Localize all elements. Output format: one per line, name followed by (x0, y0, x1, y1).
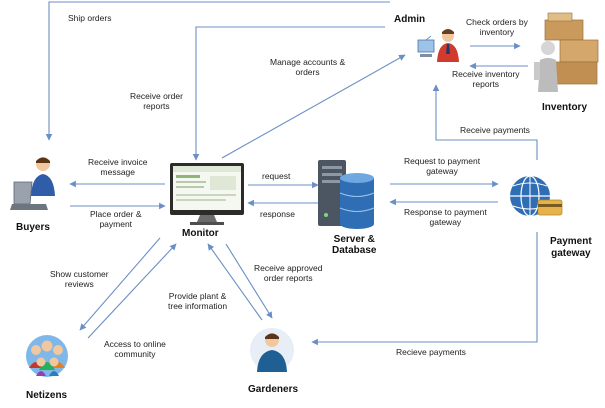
node-inventory: Inventory (542, 102, 588, 113)
label-request: request (262, 171, 291, 181)
label-response: response (260, 209, 295, 219)
node-buyers: Buyers (16, 222, 50, 233)
admin-icon (417, 29, 459, 62)
arrow-ship-orders (45, 1, 390, 141)
arrow-provide-info (207, 243, 263, 321)
arrow-recieve-payments-bottom (311, 232, 538, 346)
arrow-receive-approved (225, 243, 273, 319)
arrow-show-reviews (79, 237, 161, 331)
label-check-orders: Check orders by inventory (466, 17, 528, 37)
buyers-icon (10, 157, 55, 210)
label-manage-accounts: Manage accounts & orders (270, 57, 346, 77)
label-response-payment: Response to payment gateway (404, 207, 487, 227)
payment-gateway-icon (510, 175, 563, 217)
server-database-icon (318, 160, 375, 229)
label-ship-orders: Ship orders (68, 13, 112, 23)
node-admin: Admin (394, 14, 426, 25)
netizens-icon (26, 335, 68, 377)
node-server-database: Server & Database (332, 234, 377, 256)
label-recieve-payments-bottom: Recieve payments (396, 347, 466, 357)
label-receive-inventory: Receive inventory reports (452, 69, 520, 89)
node-gardeners: Gardeners (248, 384, 299, 395)
arrow-access-community (87, 243, 177, 339)
label-receive-approved: Receive approved order reports (254, 263, 323, 283)
label-receive-order-reports: Receive order reports (130, 91, 183, 111)
node-payment-gateway: Payment gateway (550, 236, 592, 259)
gardeners-icon (250, 328, 294, 372)
label-receive-payments-top: Receive payments (460, 125, 530, 135)
label-place-order: Place order & payment (90, 209, 142, 229)
arrow-receive-payments-top (432, 84, 538, 160)
arrow-receive-order-reports (192, 26, 385, 161)
label-request-payment: Request to payment gateway (404, 156, 481, 176)
label-receive-invoice: Receive invoice message (88, 157, 148, 177)
label-show-reviews: Show customer reviews (50, 269, 109, 289)
arrow-manage-accounts (221, 54, 406, 159)
label-access-community: Access to online community (104, 339, 166, 359)
node-monitor: Monitor (182, 228, 219, 239)
inventory-icon (534, 12, 599, 92)
label-provide-info: Provide plant & tree information (168, 291, 228, 311)
monitor-icon (170, 163, 244, 225)
node-netizens: Netizens (26, 390, 68, 401)
